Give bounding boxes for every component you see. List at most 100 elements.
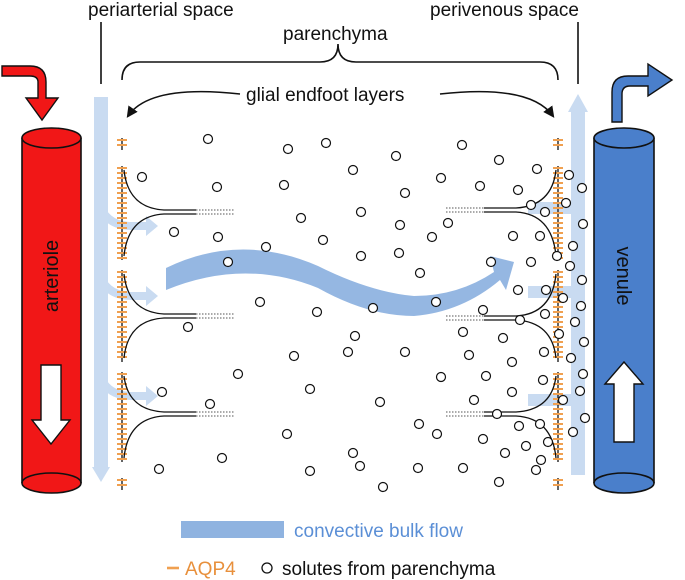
legend: convective bulk flow AQP4 solutes from p…: [167, 521, 496, 580]
solute-circle: [551, 250, 563, 262]
solute-circle: [282, 143, 294, 155]
solute-circle: [413, 418, 425, 430]
venule: venule: [593, 127, 655, 494]
glial-endfoot-layers-label: glial endfoot layers: [246, 85, 404, 106]
solute-circle: [512, 184, 524, 196]
solute-circle: [222, 256, 234, 268]
solute-circle: [493, 154, 505, 166]
solute-circle: [211, 181, 223, 193]
arteriole-label: arteriole: [41, 240, 63, 312]
solute-circle: [499, 447, 511, 459]
curved-arrow-down-icon: [1, 65, 60, 122]
endfoot-left-5: [117, 478, 127, 490]
convective-bulk-flow-band: [166, 249, 514, 316]
solute-circle: [355, 206, 367, 218]
solute-circle: [202, 133, 214, 145]
solute-circle: [399, 187, 411, 199]
solute-circle: [506, 386, 518, 398]
solute-circle: [377, 481, 389, 493]
solute-circle: [278, 179, 290, 191]
solute-circle: [474, 180, 486, 192]
solute-circle: [311, 306, 323, 318]
solute-circle: [212, 231, 224, 243]
solute-circle: [525, 256, 537, 268]
perivenous-space-label: perivenous space: [430, 0, 579, 21]
solute-circle: [347, 164, 359, 176]
solute-circle: [430, 296, 442, 308]
endfoot-right-5: [553, 478, 563, 490]
solute-circle: [514, 314, 526, 326]
solute-circle: [281, 428, 293, 440]
solute-circle: [512, 284, 524, 296]
glial-left-arrow: [126, 90, 241, 118]
endfoot-right-1: [553, 138, 563, 150]
solute-circle: [477, 304, 489, 316]
solute-circle: [354, 460, 366, 472]
solute-circle: [156, 386, 168, 398]
solute-circle: [463, 349, 475, 361]
solute-circle: [168, 226, 180, 238]
solute-circle: [567, 426, 579, 438]
solute-circle: [576, 182, 588, 194]
periarterial-flow: [92, 97, 158, 482]
solute-circle: [491, 408, 503, 420]
solute-circle: [557, 292, 569, 304]
parenchyma-label: parenchyma: [283, 24, 388, 45]
solute-circle: [569, 316, 581, 328]
solute-circle: [560, 197, 572, 209]
solute-circle: [317, 234, 329, 246]
periarterial-space-label: periarterial space: [88, 0, 234, 21]
solute-circle: [534, 418, 546, 430]
solute-circle: [520, 440, 532, 452]
solute-circle: [530, 464, 542, 476]
solute-circle: [539, 308, 551, 320]
endfoot-left-4: [117, 372, 234, 462]
solute-circle: [355, 250, 367, 262]
solute-circle: [347, 447, 359, 459]
solute-circle: [557, 394, 569, 406]
arteriole: arteriole: [21, 127, 82, 494]
endfoot-right-2: [446, 166, 563, 260]
solute-circle: [374, 396, 386, 408]
solute-circle: [456, 139, 468, 151]
solute-circle: [216, 452, 228, 464]
solute-circle: [232, 368, 244, 380]
solute-circle: [574, 385, 586, 397]
solute-circle: [563, 169, 575, 181]
solute-circle: [553, 328, 565, 340]
glial-right-arrow: [439, 90, 555, 118]
solute-circle: [535, 454, 547, 466]
solute-circle: [435, 371, 447, 383]
solute-circle: [320, 137, 332, 149]
solute-circle: [390, 150, 402, 162]
solute-circle: [507, 230, 519, 242]
solute-circle: [531, 163, 543, 175]
solute-circle: [349, 330, 361, 342]
legend-solute-icon: [261, 562, 273, 574]
solute-circle: [506, 356, 518, 368]
solute-circle: [435, 172, 447, 184]
solute-circle: [578, 336, 590, 348]
endfoot-left-1: [117, 138, 127, 150]
solute-circle: [579, 412, 591, 424]
solute-circle: [539, 206, 551, 218]
solute-circle: [497, 332, 509, 344]
solute-circle: [295, 212, 307, 224]
solute-circle: [442, 217, 454, 229]
solute-circle: [393, 247, 405, 259]
solute-circle: [485, 256, 497, 268]
parenchyma-brace: [121, 43, 559, 81]
endfoot-left-2: [117, 166, 234, 260]
solute-circle: [525, 199, 537, 211]
solute-circle: [540, 284, 552, 296]
solute-circle: [513, 420, 525, 432]
solute-circle: [538, 346, 550, 358]
solutes: [136, 133, 591, 493]
solute-circle: [399, 346, 411, 358]
solute-circle: [457, 462, 469, 474]
solute-circle: [204, 398, 216, 410]
solute-circle: [412, 462, 424, 474]
solute-circle: [565, 352, 577, 364]
solute-circle: [136, 171, 148, 183]
